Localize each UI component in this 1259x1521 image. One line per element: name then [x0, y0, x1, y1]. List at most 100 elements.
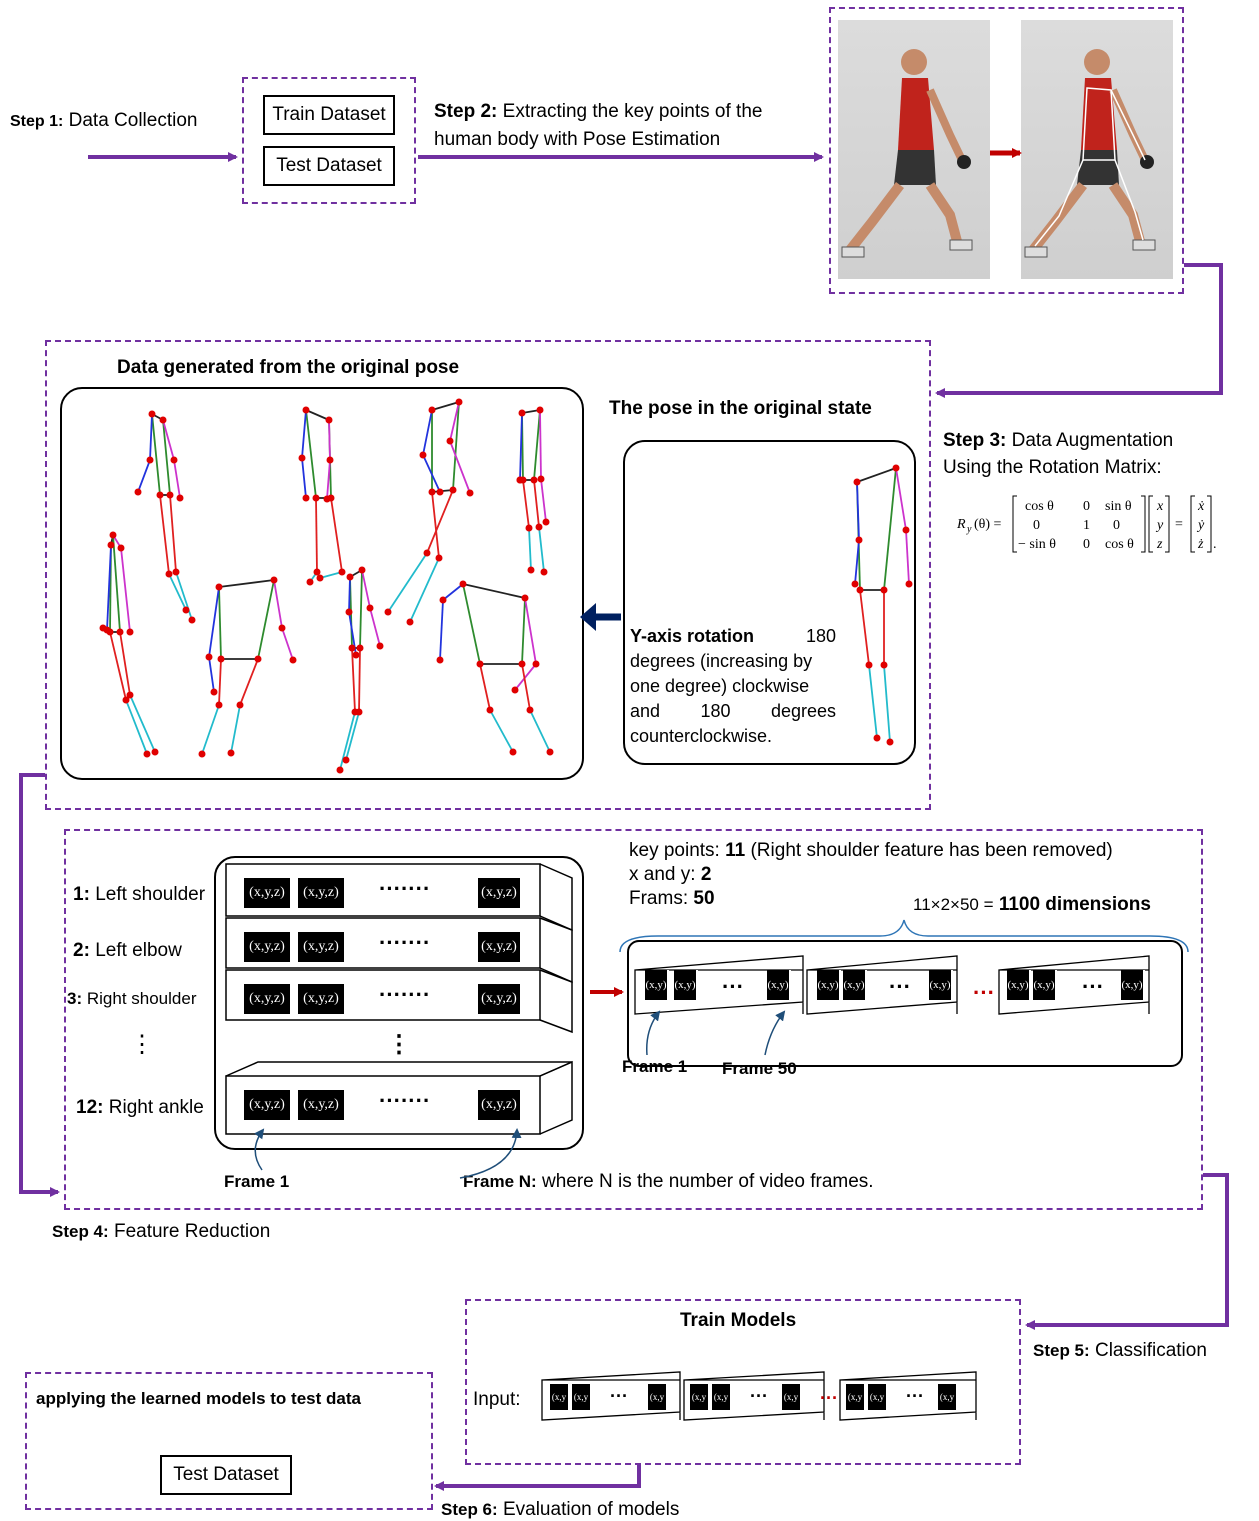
kp-summary: key points: 11 (Right shoulder feature h…	[629, 840, 1113, 862]
matrix-cell: (x,y,z)	[244, 984, 292, 1014]
train-ellipsis: ···	[610, 1386, 628, 1406]
train-cell: (x,y	[550, 1384, 570, 1410]
vector-ellipsis: ···	[722, 974, 744, 999]
train-input-label: Input:	[473, 1389, 521, 1410]
skeleton-gen-4	[516, 406, 550, 576]
rotation-l2: degrees (increasing by	[630, 651, 813, 671]
train-title: Train Models	[680, 1310, 797, 1331]
matrix-cell: (x,y,z)	[478, 1090, 522, 1120]
skeleton-gen-3	[384, 398, 474, 626]
rotation-l3: one degree) clockwise	[630, 676, 810, 696]
frames-value: 50	[693, 888, 715, 909]
train-ellipsis: ···	[906, 1386, 924, 1406]
matrix-hdots: ·······	[379, 876, 431, 901]
vector-cell: (x,y)	[817, 970, 841, 1000]
kp-label: key points:	[629, 840, 720, 861]
train-input-vector: (x,y(x,y(x,y(x,y(x,y(x,y(x,y(x,y(x,y····…	[540, 1368, 980, 1424]
svg-text:x: x	[1156, 499, 1164, 514]
feature-row-3-num: 3:	[67, 989, 83, 1008]
svg-text:0: 0	[1083, 537, 1090, 552]
step5-title: Step 5:	[1033, 1341, 1090, 1360]
train-cell: (x,y	[938, 1384, 958, 1410]
matrix-cell: (x,y,z)	[298, 984, 346, 1014]
matrix-cell: (x,y,z)	[244, 1090, 292, 1120]
skeleton-gen-8	[436, 580, 554, 756]
step3-line1: Data Augmentation	[1011, 430, 1174, 451]
rotation-l4a: and	[630, 701, 661, 721]
train-cell: (x,y	[648, 1384, 668, 1410]
step4-label: Step 4: Feature Reduction	[52, 1221, 270, 1243]
rotation-bold: Y-axis rotation	[630, 626, 755, 646]
svg-text:0: 0	[1033, 518, 1040, 533]
svg-text:.: .	[1213, 537, 1217, 552]
svg-text:0: 0	[1083, 499, 1090, 514]
train-cell: (x,y	[846, 1384, 866, 1410]
dims-brace	[619, 919, 1189, 953]
svg-text:sin θ: sin θ	[1105, 499, 1132, 514]
train-cell: (x,y	[572, 1384, 592, 1410]
train-models-group	[465, 1299, 1021, 1465]
skeleton-original	[851, 464, 913, 746]
feature-row-2: 2: Left elbow	[73, 940, 182, 962]
matrix-cell: (x,y,z)	[478, 932, 522, 962]
step2-label: Step 2: Extracting the key points of the…	[434, 98, 762, 154]
generated-poses-panel	[60, 387, 584, 780]
step1-label: Step 1: Data Collection	[10, 110, 197, 133]
skeleton-gen-1	[134, 410, 196, 624]
svg-text:cos θ: cos θ	[1105, 537, 1134, 552]
svg-text:R: R	[956, 517, 966, 532]
svg-text:y: y	[966, 524, 972, 535]
kp-value: 11	[725, 840, 746, 861]
train-blocks	[541, 1371, 977, 1421]
step3-title: Step 3:	[943, 430, 1007, 451]
svg-text:− sin θ: − sin θ	[1018, 537, 1056, 552]
rotation-l5: counterclockwise.	[630, 726, 773, 746]
train-dataset-box[interactable]: Train Dataset	[263, 95, 395, 135]
original-pose-title: The pose in the original state	[609, 398, 872, 419]
step2-line1: Extracting the key points of the	[502, 101, 763, 122]
feature-row-1-num: 1:	[73, 884, 90, 905]
matrix-cell: (x,y,z)	[298, 1090, 346, 1120]
svg-text:y: y	[1155, 518, 1164, 533]
matrix-cell: (x,y,z)	[298, 932, 346, 962]
apply-title: applying the learned models to test data	[36, 1389, 361, 1408]
frame1-label: Frame 1	[224, 1172, 290, 1191]
matrix-cell: (x,y,z)	[244, 878, 292, 908]
apply-test-dataset-box[interactable]: Test Dataset	[160, 1455, 292, 1495]
skeleton-gen-2	[298, 406, 346, 586]
frame1b-label: Frame 1	[622, 1057, 688, 1076]
rotation-l1: 180	[805, 626, 836, 646]
matrix-cell: (x,y,z)	[244, 932, 292, 962]
kp-note: (Right shoulder feature has been removed…	[750, 840, 1113, 861]
svg-text:1: 1	[1083, 518, 1090, 533]
skeleton-gen-6	[198, 576, 297, 758]
step6-label: Step 6: Evaluation of models	[441, 1499, 679, 1521]
step4-title: Step 4:	[52, 1222, 109, 1241]
feature-reduction-group	[64, 829, 1203, 1210]
skeleton-gen-5	[99, 531, 159, 758]
step3-line2: Using the Rotation Matrix:	[943, 457, 1162, 478]
dims-formula: 11×2×50 =	[913, 895, 994, 914]
step6-text: Evaluation of models	[502, 1499, 680, 1520]
frames-summary: Frams: 50	[629, 888, 715, 910]
step4-text: Feature Reduction	[113, 1221, 271, 1242]
train-ellipsis: ···	[750, 1386, 768, 1406]
feature-vdots: ⋮	[130, 1031, 154, 1058]
train-cell: (x,y	[712, 1384, 732, 1410]
svg-text:=: =	[1175, 517, 1183, 532]
train-reddots: ···	[820, 1388, 838, 1408]
athlete-figure-1	[841, 49, 973, 258]
train-cell: (x,y	[690, 1384, 710, 1410]
svg-text:z: z	[1156, 537, 1163, 552]
matrix-hdots: ·······	[379, 1088, 431, 1113]
matrix-cell: (x,y,z)	[478, 878, 522, 908]
vector-cell: (x,y)	[767, 970, 791, 1000]
vector-cell: (x,y)	[843, 970, 867, 1000]
test-dataset-box[interactable]: Test Dataset	[263, 146, 395, 186]
feature-matrix: ⋮	[214, 856, 584, 1150]
frame50-label: Frame 50	[722, 1059, 797, 1078]
step3-label: Step 3: Data Augmentation Using the Rota…	[943, 427, 1173, 481]
rotation-l4c: degrees	[770, 701, 836, 721]
